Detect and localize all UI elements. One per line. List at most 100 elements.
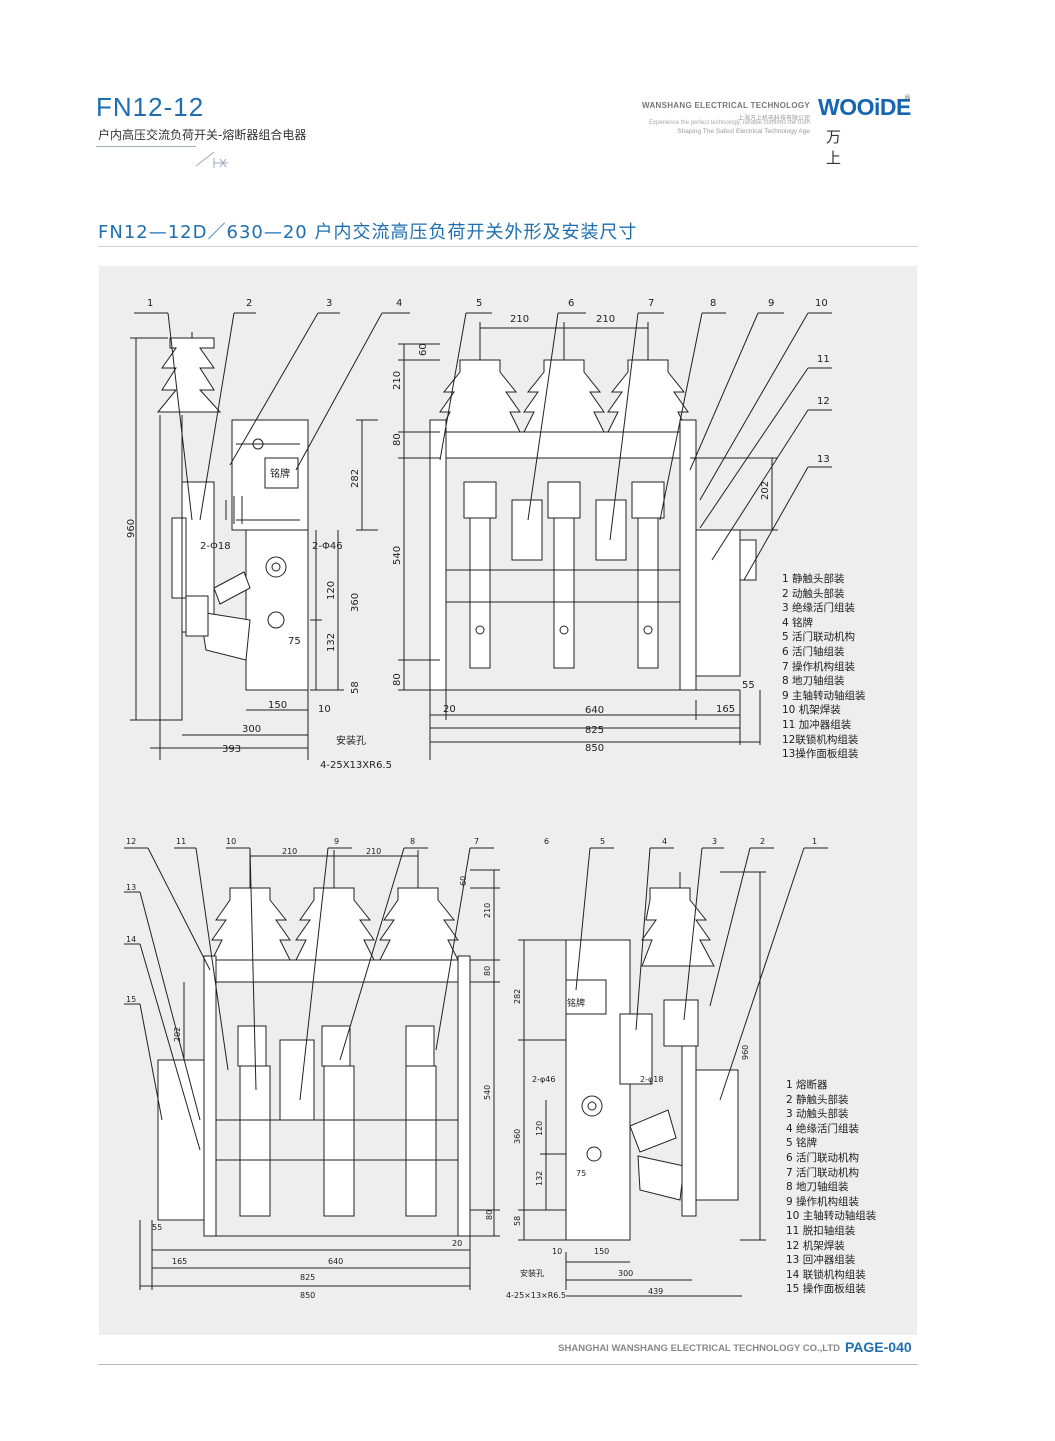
legend-bottom-item: 5 铭牌 (786, 1137, 818, 1150)
dim-120-top: 120 (326, 581, 337, 600)
mount-spec-top: 4-25X13XR6.5 (320, 760, 392, 771)
dim-825-bottom: 825 (300, 1273, 315, 1282)
side-view-top (130, 312, 410, 760)
dim-55-bottom: 55 (152, 1223, 162, 1232)
dim-202-top: 202 (760, 481, 771, 500)
legend-top: 1 静触头部装 2 动触头部装 3 绝缘活门组装 4 铭牌 5 活门联动机构 6… (782, 572, 866, 762)
dim-282-top: 282 (350, 469, 361, 488)
nameplate-label-top: 铭牌 (270, 467, 290, 480)
footer-divider (98, 1364, 918, 1365)
callout-bottom-11: 11 (176, 837, 186, 846)
callout-bottom-8: 8 (410, 837, 415, 846)
brand-logo: WOOiDE (818, 94, 911, 120)
dim-80-top: 80 (392, 433, 403, 446)
dim-80b-bottom: 80 (485, 1210, 494, 1220)
dim-210a-bottom: 210 (282, 847, 297, 856)
side-view-bottom (518, 847, 828, 1297)
footer-company: SHANGHAI WANSHANG ELECTRICAL TECHNOLOGY … (558, 1343, 840, 1354)
callout-bottom-9: 9 (334, 837, 339, 846)
legend-bottom-item: 8 地刀轴组装 (786, 1181, 849, 1194)
model-title: FN12-12 (96, 92, 205, 122)
legend-bottom-item: 13 回冲器组装 (786, 1254, 856, 1267)
callout-top-7: 7 (648, 298, 654, 309)
legend-top-item: 8 地刀轴组装 (782, 675, 845, 688)
callout-bottom-6: 6 (544, 837, 549, 846)
dim-850-top: 850 (585, 743, 604, 754)
dim-132-bottom: 132 (535, 1171, 544, 1186)
callout-top-5: 5 (476, 298, 482, 309)
legend-top-item: 5 活门联动机构 (782, 631, 856, 644)
callout-bottom-7: 7 (474, 837, 479, 846)
dim-540-bottom: 540 (483, 1085, 492, 1100)
callout-top-11: 11 (817, 354, 830, 365)
dim-360-bottom: 360 (513, 1129, 522, 1144)
callout-bottom-4: 4 (662, 837, 667, 846)
nameplate-label-bottom: 铭牌 (567, 997, 585, 1009)
mount-label-top: 安装孔 (336, 734, 366, 747)
legend-top-item: 1 静触头部装 (782, 573, 845, 585)
brand-name-en: WANSHANG ELECTRICAL TECHNOLOGY (642, 101, 810, 110)
callout-top-13: 13 (817, 454, 830, 465)
dim-540-top: 540 (392, 546, 403, 565)
section-divider (98, 246, 918, 247)
dim-640-bottom: 640 (328, 1257, 343, 1266)
callout-bottom-12: 12 (126, 837, 136, 846)
dim-960-top: 960 (126, 519, 137, 538)
mount-spec-bottom: 4-25×13×R6.5 (506, 1291, 566, 1300)
dim-439-bottom: 439 (648, 1287, 663, 1296)
dim-hole46-bottom: 2-φ46 (532, 1075, 555, 1084)
callout-top-8: 8 (710, 298, 716, 309)
dim-202-bottom: 202 (173, 1027, 182, 1042)
dim-120-bottom: 120 (535, 1121, 544, 1136)
mount-label-bottom: 安装孔 (520, 1268, 544, 1278)
legend-bottom-item: 15 操作面板组装 (786, 1283, 866, 1296)
dim-80-bottom: 80 (483, 966, 492, 976)
legend-bottom-item: 2 静触头部装 (786, 1093, 849, 1106)
callout-bottom-10: 10 (226, 837, 236, 846)
legend-top-item: 12联锁机构组装 (782, 733, 859, 746)
dim-165-bottom: 165 (172, 1257, 187, 1266)
legend-bottom-item: 6 活门联动机构 (786, 1151, 860, 1164)
callout-bottom-1: 1 (812, 837, 817, 846)
header-divider (96, 146, 196, 147)
dim-20-bottom: 20 (452, 1239, 462, 1248)
callout-top-2: 2 (246, 298, 252, 309)
dim-58-top: 58 (350, 681, 361, 694)
callout-bottom-14: 14 (126, 935, 136, 944)
dim-58-bottom: 58 (513, 1216, 522, 1226)
dim-55-top: 55 (742, 680, 755, 691)
legend-top-item: 11 加冲器组装 (782, 718, 852, 731)
dim-10-bottom: 10 (552, 1247, 562, 1256)
legend-top-item: 6 活门轴组装 (782, 645, 845, 658)
dim-210-top: 210 (392, 371, 403, 390)
callout-bottom-2: 2 (760, 837, 765, 846)
brand-logo-cn: 万上 (826, 128, 868, 167)
dim-210-bottom: 210 (483, 903, 492, 918)
callout-top-4: 4 (396, 298, 402, 309)
registered-mark: ® (904, 94, 911, 102)
dim-282-bottom: 282 (513, 989, 522, 1004)
tagline-1: Experience the perfect technology, relia… (649, 120, 810, 126)
dim-210b-top: 210 (596, 314, 615, 325)
legend-bottom-item: 10 主轴转动轴组装 (786, 1210, 877, 1223)
legend-top-item: 13操作面板组装 (782, 748, 859, 761)
section-title: FN12—12D／630—20 户内交流高压负荷开关外形及安装尺寸 (98, 222, 638, 243)
dim-825-top: 825 (585, 725, 604, 736)
switch-symbol-icon (196, 152, 228, 168)
legend-top-item: 9 主轴转动轴组装 (782, 689, 866, 702)
dim-150-top: 150 (268, 700, 287, 711)
tagline-2: Shaping The Safest Electrical Technology… (677, 128, 810, 135)
legend-top-item: 2 动触头部装 (782, 587, 845, 600)
callout-top-12: 12 (817, 396, 830, 407)
legend-bottom-item: 1 熔断器 (786, 1079, 828, 1091)
dim-10-top: 10 (318, 704, 331, 715)
legend-bottom: 1 熔断器 2 静触头部装 3 动触头部装 4 绝缘活门组装 5 铭牌 6 活门… (786, 1078, 876, 1297)
legend-top-item: 3 绝缘活门组装 (782, 602, 856, 615)
dim-hole18-bottom: 2-φ18 (640, 1075, 663, 1084)
front-view-bottom (124, 847, 500, 1290)
dim-150-bottom: 150 (594, 1247, 609, 1256)
callout-bottom-5: 5 (600, 837, 605, 846)
legend-bottom-item: 11 脱扣轴组装 (786, 1224, 856, 1237)
dim-20-top: 20 (443, 704, 456, 715)
legend-bottom-item: 7 活门联动机构 (786, 1166, 860, 1179)
